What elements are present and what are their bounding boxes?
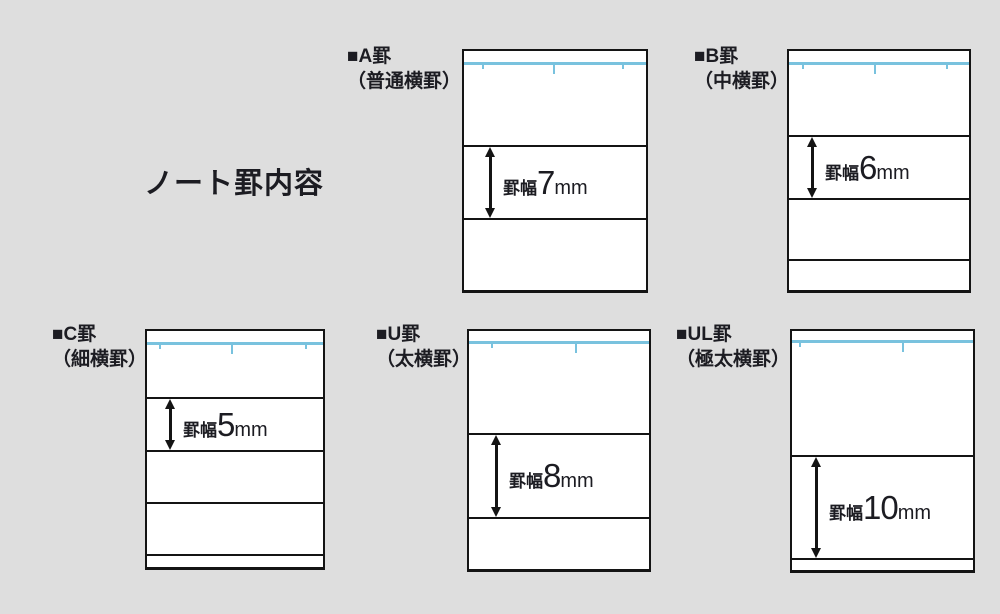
margin-tick: [799, 343, 802, 347]
card-name: ■UL罫: [676, 324, 732, 345]
card-name: ■C罫: [52, 324, 97, 345]
width-unit: mm: [554, 176, 588, 199]
width-arrow-icon: [484, 147, 496, 218]
width-label: 罫幅: [829, 503, 863, 523]
rule-line: [469, 517, 649, 519]
card-name: ■U罫: [376, 324, 421, 345]
margin-tick: [801, 65, 804, 69]
notebook-sample-B: 罫幅6mm: [787, 49, 971, 293]
width-value: 10: [863, 488, 899, 526]
margin-tick: [490, 344, 493, 348]
rule-line: [147, 397, 323, 399]
width-measure: 罫幅8mm: [490, 435, 594, 517]
margin-tick: [305, 345, 308, 349]
card-type: （中横罫）: [694, 71, 790, 92]
width-value: 7: [537, 163, 555, 201]
margin-tick: [159, 345, 162, 349]
notebook-sample-C: 罫幅5mm: [145, 329, 325, 570]
rule-line: [147, 502, 323, 504]
notebook-sample-U: 罫幅8mm: [467, 329, 651, 572]
width-value: 6: [859, 148, 877, 186]
rule-line: [792, 558, 973, 560]
rule-line: [464, 218, 646, 220]
card-label-U: ■U罫 （太横罫）: [376, 322, 471, 372]
width-arrow-icon: [810, 457, 822, 558]
width-label: 罫幅: [503, 178, 537, 198]
width-text: 罫幅10mm: [829, 489, 931, 527]
width-label: 罫幅: [825, 163, 859, 183]
rule-line: [792, 455, 973, 457]
card-type: （細横罫）: [52, 349, 148, 370]
margin-tick: [873, 65, 876, 74]
rule-line: [147, 554, 323, 556]
margin-tick: [622, 65, 625, 69]
card-type: （普通横罫）: [347, 71, 462, 92]
margin-line: [469, 341, 649, 344]
margin-line: [147, 342, 323, 345]
width-text: 罫幅8mm: [509, 457, 594, 495]
card-type: （太横罫）: [376, 349, 472, 370]
card-type: （極太横罫）: [676, 349, 791, 370]
rule-line: [464, 145, 646, 147]
width-measure: 罫幅7mm: [484, 147, 588, 218]
card-label-C: ■C罫 （細横罫）: [52, 322, 147, 372]
margin-tick: [553, 65, 556, 74]
width-label: 罫幅: [183, 420, 217, 440]
width-unit: mm: [560, 470, 594, 492]
width-unit: mm: [876, 161, 910, 184]
width-unit: mm: [234, 418, 268, 441]
card-label-A: ■A罫 （普通横罫）: [347, 44, 461, 94]
width-label: 罫幅: [509, 472, 543, 491]
notebook-sample-A: 罫幅7mm: [462, 49, 648, 293]
width-text: 罫幅5mm: [183, 406, 268, 444]
card-name: ■B罫: [694, 46, 739, 67]
margin-tick: [945, 65, 948, 69]
margin-tick: [575, 344, 578, 353]
card-label-B: ■B罫 （中横罫）: [694, 44, 789, 94]
width-measure: 罫幅10mm: [810, 457, 931, 558]
card-label-UL: ■UL罫 （極太横罫）: [676, 322, 790, 372]
rule-line: [469, 433, 649, 435]
width-measure: 罫幅5mm: [164, 399, 268, 450]
rule-line: [789, 135, 969, 137]
rule-line: [789, 259, 969, 261]
width-value: 8: [543, 457, 561, 494]
width-text: 罫幅6mm: [825, 149, 910, 187]
page-title: ノート罫内容: [144, 168, 325, 200]
width-arrow-icon: [490, 435, 502, 517]
rule-line: [789, 198, 969, 200]
rule-line: [147, 450, 323, 452]
margin-tick: [482, 65, 485, 69]
notebook-sample-UL: 罫幅10mm: [790, 329, 975, 573]
margin-tick: [231, 345, 234, 354]
width-text: 罫幅7mm: [503, 164, 588, 202]
margin-line: [464, 62, 646, 65]
width-unit: mm: [897, 501, 932, 524]
margin-tick: [902, 343, 905, 352]
margin-line: [792, 340, 973, 343]
width-value: 5: [217, 405, 235, 443]
width-arrow-icon: [806, 137, 818, 198]
margin-line: [789, 62, 969, 65]
card-name: ■A罫: [347, 46, 392, 67]
width-arrow-icon: [164, 399, 176, 450]
width-measure: 罫幅6mm: [806, 137, 910, 198]
